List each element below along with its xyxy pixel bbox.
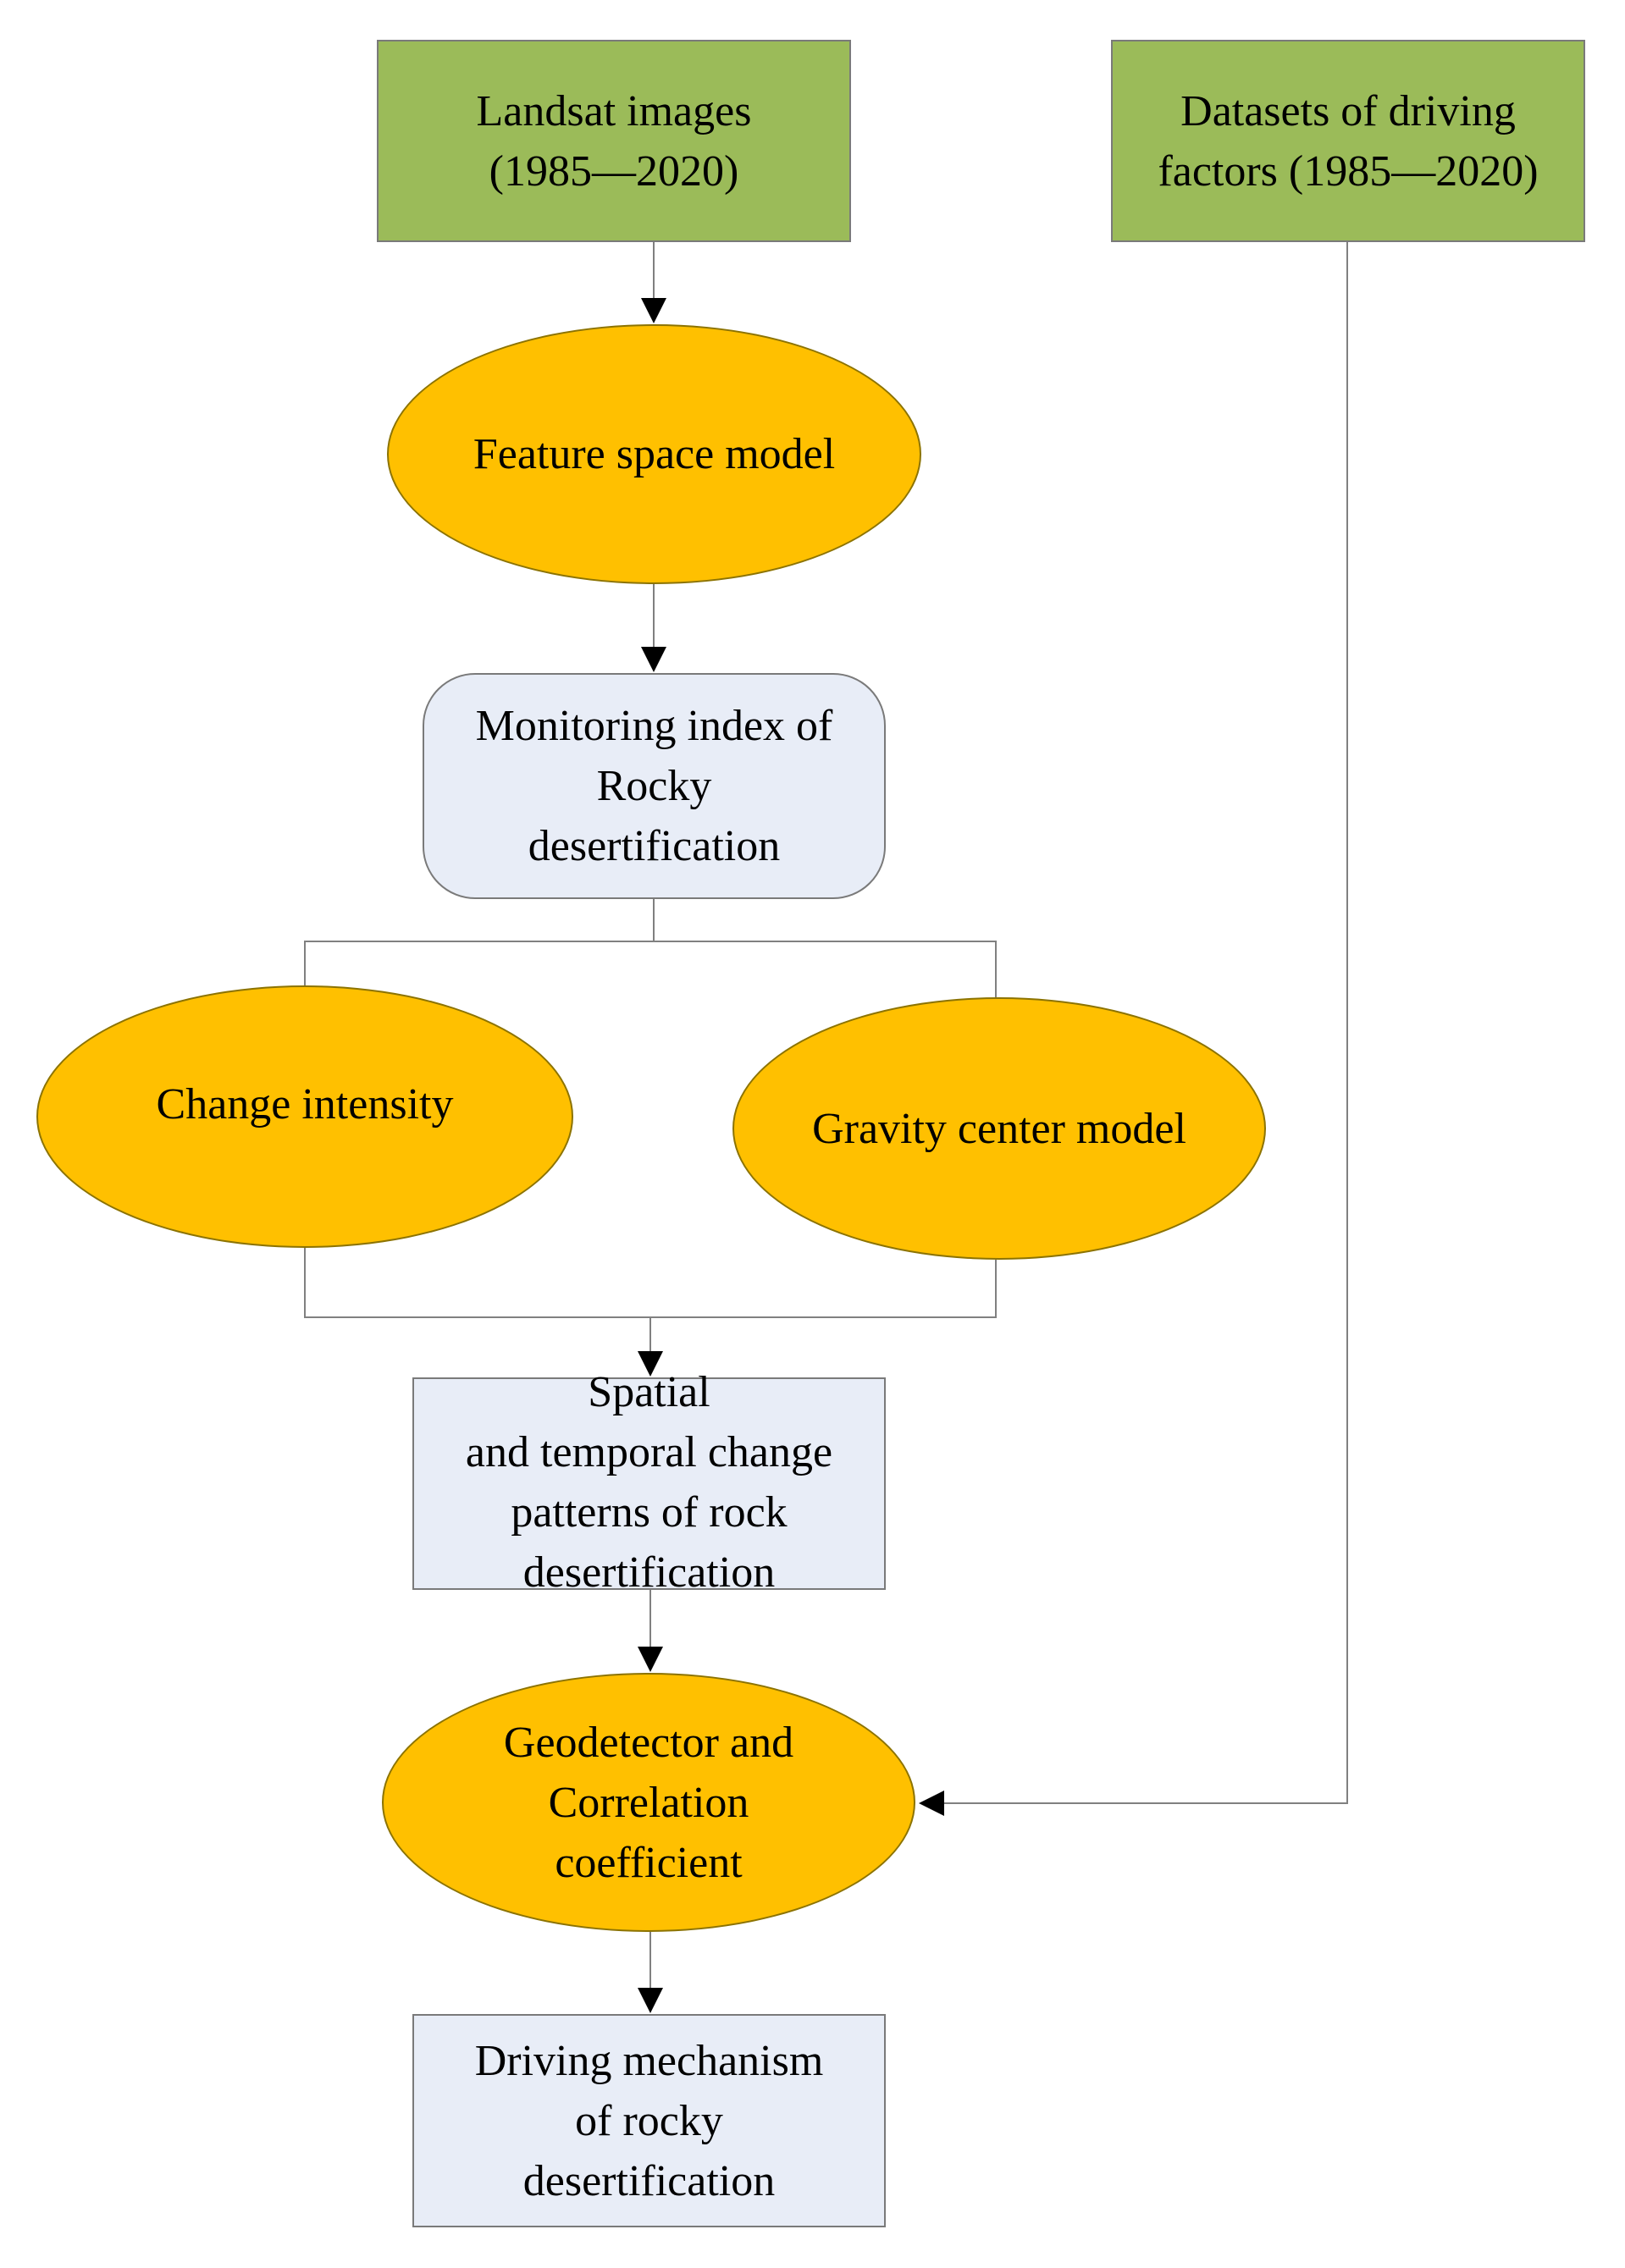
driving-mechanism-box: Driving mechanism of rocky desertificati… (412, 2014, 886, 2227)
spatial-temporal-line-4: desertification (522, 1548, 776, 1597)
monitoring-index-line-3: desertification (528, 822, 781, 870)
arrow-driving-data-to-geodetector (919, 242, 1348, 1816)
driving-factors-datasets-label: Datasets of driving factors (1985—2020) (1158, 81, 1538, 201)
spatial-temporal-patterns-box: Spatial and temporal change patterns of … (412, 1368, 886, 1597)
driving-mechanism-line-2: of rocky (575, 2096, 723, 2145)
feature-space-line-1: Feature space model (473, 430, 836, 478)
change-intensity-label: Change intensity (157, 1074, 454, 1134)
geodetector-line-1: Geodetector and (503, 1718, 794, 1767)
driving-mechanism-label: Driving mechanism of rocky desertificati… (475, 2031, 824, 2211)
driving-mechanism-line-3: desertification (522, 2156, 776, 2205)
connector-monitoring-index-to-gravity (654, 941, 997, 997)
connector-monitoring-index-split (304, 899, 655, 985)
landsat-images-label: Landsat images (1985—2020) (477, 81, 752, 201)
monitoring-index-line-1: Monitoring index of (475, 702, 833, 750)
connector-change-intensity-merge (304, 1248, 997, 1318)
landsat-line-1: Landsat images (476, 86, 752, 135)
monitoring-index-line-2: Rocky (596, 762, 712, 810)
landsat-images-box: Landsat images (1985—2020) (377, 40, 851, 242)
driving-data-line-2: factors (1985—2020) (1158, 146, 1539, 196)
driving-data-line-1: Datasets of driving (1180, 86, 1516, 135)
geodetector-correlation-oval: Geodetector and Correlation coefficient (382, 1673, 915, 1932)
landsat-line-2: (1985—2020) (489, 146, 739, 196)
gravity-center-line-1: Gravity center model (812, 1104, 1186, 1153)
spatial-temporal-patterns-label: Spatial and temporal change patterns of … (466, 1362, 832, 1603)
spatial-temporal-line-3: patterns of rock (511, 1487, 788, 1537)
geodetector-line-2: Correlation (548, 1778, 749, 1827)
gravity-center-model-label: Gravity center model (812, 1099, 1186, 1159)
monitoring-index-box: Monitoring index of Rocky desertificatio… (423, 673, 886, 899)
feature-space-model-oval: Feature space model (387, 324, 921, 584)
geodetector-line-3: coefficient (555, 1838, 743, 1887)
driving-factors-datasets-box: Datasets of driving factors (1985—2020) (1111, 40, 1585, 242)
gravity-center-model-oval: Gravity center model (732, 997, 1266, 1260)
spatial-temporal-line-2: and temporal change (465, 1427, 833, 1476)
change-intensity-oval: Change intensity (36, 985, 573, 1248)
feature-space-model-label: Feature space model (473, 424, 835, 484)
geodetector-correlation-label: Geodetector and Correlation coefficient (504, 1713, 793, 1893)
driving-mechanism-line-1: Driving mechanism (474, 2036, 824, 2085)
spatial-temporal-line-1: Spatial (588, 1367, 710, 1416)
change-intensity-line-1: Change intensity (156, 1079, 454, 1128)
monitoring-index-label: Monitoring index of Rocky desertificatio… (476, 696, 833, 876)
